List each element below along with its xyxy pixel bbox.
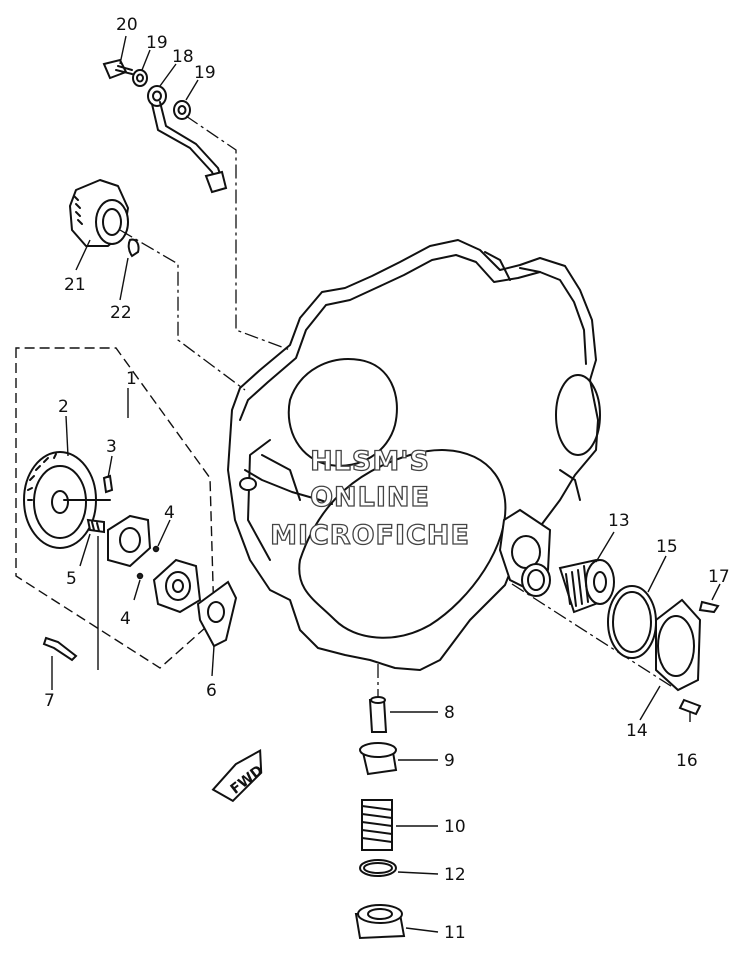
callout-22: 22 [110, 303, 132, 323]
watermark-line-3: MICROFICHE [270, 520, 470, 551]
callout-12: 12 [444, 865, 466, 885]
callout-19-upper: 19 [146, 33, 168, 53]
watermark-line-2: ONLINE [310, 482, 430, 513]
callout-15: 15 [656, 537, 678, 557]
callout-17: 17 [708, 567, 730, 587]
callout-14: 14 [626, 721, 648, 741]
callout-3: 3 [106, 437, 117, 457]
pump-gear [23, 451, 114, 549]
leader-lines [51, 35, 721, 933]
callout-18: 18 [172, 47, 194, 67]
callout-10: 10 [444, 817, 466, 837]
callout-16: 16 [676, 751, 698, 771]
callout-4-lower: 4 [120, 609, 131, 629]
callout-7: 7 [44, 691, 55, 711]
callout-8: 8 [444, 703, 455, 723]
watermark-line-1: HLSM'S [310, 446, 430, 477]
callout-11: 11 [444, 923, 466, 943]
drive-gear [69, 179, 246, 391]
callout-1: 1 [126, 369, 137, 389]
callout-21: 21 [64, 275, 86, 295]
callout-13: 13 [608, 511, 630, 531]
callout-9: 9 [444, 751, 455, 771]
callout-20: 20 [116, 15, 138, 35]
oil-filter-assembly [498, 508, 720, 716]
forward-direction-arrow: FWD [211, 748, 266, 803]
crankcase-cover [227, 239, 601, 671]
callout-labels: 20 19 18 19 21 22 1 2 3 4 4 5 6 7 8 9 10… [44, 15, 730, 943]
callout-19-lower: 19 [194, 63, 216, 83]
callout-4-upper: 4 [164, 503, 175, 523]
oil-pipe-assembly [102, 58, 291, 351]
callout-2: 2 [58, 397, 69, 417]
watermark: HLSM'S ONLINE MICROFICHE [269, 445, 470, 551]
drain-plug-stack [354, 664, 406, 940]
pump-housing [42, 514, 238, 670]
callout-6: 6 [206, 681, 217, 701]
callout-5: 5 [66, 569, 77, 589]
